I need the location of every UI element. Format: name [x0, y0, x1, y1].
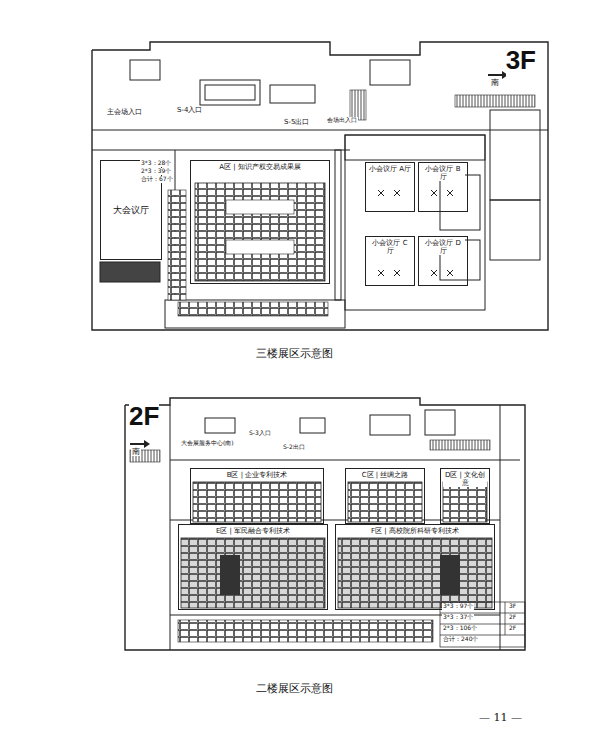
plan-3f — [92, 42, 548, 330]
plan-label: 2*3：106个 — [442, 625, 478, 632]
plan-label: 主会场入口 — [106, 108, 143, 116]
table-symbols — [378, 190, 453, 276]
plan-label: 合计：67个 — [140, 176, 174, 183]
zone-label: 小会议厅 B厅 — [421, 165, 465, 181]
zone-label: A区 | 知识产权交易成果展 — [193, 163, 327, 171]
zone-label: 小会议厅 D厅 — [421, 239, 465, 255]
exhibit-zone: C区 | 丝绸之路 — [345, 468, 425, 524]
plan-label: S-5出口 — [283, 118, 310, 126]
floor-label: 2F — [129, 402, 159, 432]
zone-label: C区 | 丝绸之路 — [348, 471, 422, 479]
zone-label: 大会议厅 — [113, 205, 149, 215]
plan-label: 会场出入口 — [326, 117, 358, 124]
plan-2f — [125, 398, 525, 650]
caption-text: 二楼展区示意图 — [255, 683, 334, 696]
count-table — [440, 602, 525, 647]
zone-label: B区 | 企业专利技术 — [193, 471, 321, 479]
zone-label: D区 | 文化创意 — [443, 471, 487, 487]
exhibit-zone: B区 | 企业专利技术 — [190, 468, 324, 524]
zone-label: F区 | 高校院所科研专利技术 — [338, 527, 492, 535]
exhibit-zone: 小会议厅 C厅 — [365, 236, 415, 286]
plan-label: 3F — [508, 603, 517, 610]
plan-label: S-3入口 — [248, 430, 272, 437]
plan-label: 2F — [508, 625, 517, 632]
plan-label: 合计：240个 — [442, 636, 479, 643]
plan-label: 2F — [508, 614, 517, 621]
caption-text: — 11 — — [478, 712, 523, 725]
plan-label: S-2出口 — [282, 444, 306, 451]
zone-label: 小会议厅 C厅 — [368, 239, 412, 255]
plan-label: 3*3：97个 — [442, 603, 474, 610]
plan-label: 3*3：37个 — [442, 614, 474, 621]
exhibit-zone: 小会议厅 D厅 — [418, 236, 468, 286]
plan-label: S-4入口 — [176, 106, 203, 114]
exhibit-zone: E区 | 军民融合专利技术 — [178, 524, 328, 610]
caption-text: 三楼展区示意图 — [255, 348, 334, 361]
plan-label: 2*3：39个 — [140, 168, 172, 175]
exhibit-zone: 小会议厅 B厅 — [418, 162, 468, 212]
zone-label: E区 | 军民融合专利技术 — [181, 527, 325, 535]
plan-label: 南 — [490, 78, 500, 87]
floor-label: 3F — [506, 46, 536, 76]
zone-label: 小会议厅 A厅 — [368, 165, 412, 173]
floor-plan: 2F B区 | 企业专利技术 C区 | 丝绸之路 D区 | 文化创意 E区 | 军民融合… — [125, 398, 525, 650]
plan-label: 大会展服务中心(南) — [180, 440, 235, 447]
exhibit-zone: A区 | 知识产权交易成果展 — [190, 160, 330, 284]
exhibit-zone: 大会议厅 — [100, 160, 162, 260]
plan-label: 南 — [131, 447, 141, 456]
floor-plan: 3F 大会议厅 A区 | 知识产权交易成果展 小会议厅 A厅 小会议厅 B厅小会议厅 C… — [92, 42, 548, 332]
exhibit-zone: F区 | 高校院所科研专利技术 — [335, 524, 495, 610]
plan-label: 3*3：28个 — [140, 160, 172, 167]
exhibit-zone: D区 | 文化创意 — [440, 468, 490, 524]
exhibit-zone: 小会议厅 A厅 — [365, 162, 415, 212]
